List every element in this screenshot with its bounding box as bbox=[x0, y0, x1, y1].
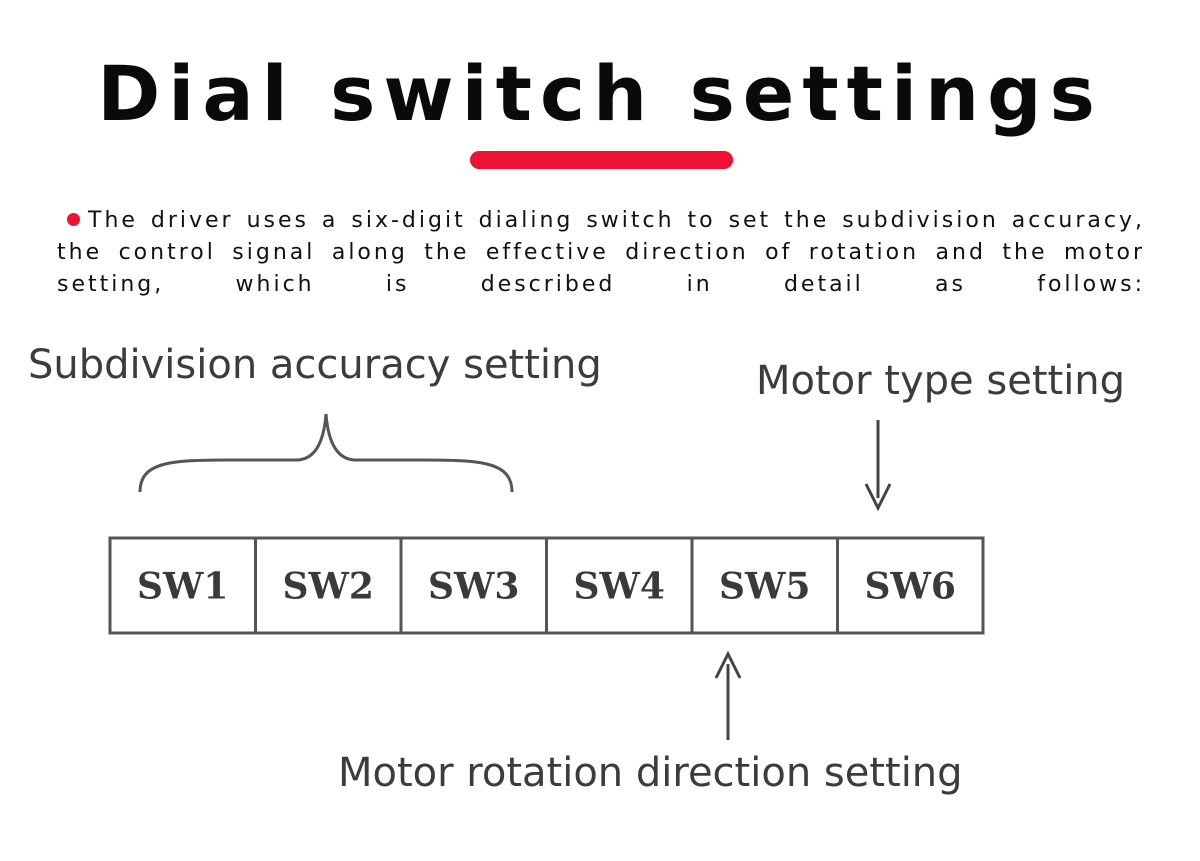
switch-cell-sw5: SW5 bbox=[690, 536, 839, 635]
title-underline bbox=[470, 151, 733, 169]
rotation-direction-label: Motor rotation direction setting bbox=[338, 750, 963, 796]
switch-label: SW6 bbox=[865, 566, 956, 608]
switch-cell-sw2: SW2 bbox=[254, 536, 403, 635]
switch-cell-box bbox=[399, 536, 548, 635]
switch-label: SW2 bbox=[283, 566, 374, 608]
switch-label: SW4 bbox=[574, 566, 665, 608]
switch-row: SW1 SW2 SW3 SW4 SW5 SW6 bbox=[108, 536, 985, 635]
switch-cell-sw3: SW3 bbox=[399, 536, 548, 635]
subdivision-accuracy-label: Subdivision accuracy setting bbox=[28, 342, 602, 388]
description-text: The driver uses a six-digit dialing swit… bbox=[57, 208, 1145, 297]
switch-cell-sw1: SW1 bbox=[108, 536, 257, 635]
switch-cell-sw6: SW6 bbox=[836, 536, 985, 635]
switch-label: SW3 bbox=[428, 566, 519, 608]
page-title: Dial switch settings bbox=[97, 49, 1103, 138]
switch-cell-sw4: SW4 bbox=[545, 536, 694, 635]
switch-label: SW5 bbox=[719, 566, 810, 608]
arrow-down-icon bbox=[864, 420, 892, 512]
bullet-dot-icon bbox=[67, 213, 80, 226]
arrow-up-icon bbox=[714, 650, 742, 740]
switch-cell-box bbox=[254, 536, 403, 635]
description-paragraph: The driver uses a six-digit dialing swit… bbox=[57, 205, 1145, 301]
switch-cell-box bbox=[836, 536, 985, 635]
dial-switch-diagram: Subdivision accuracy setting Motor type … bbox=[28, 342, 1125, 796]
curly-brace-icon bbox=[138, 413, 514, 493]
motor-type-label: Motor type setting bbox=[756, 358, 1125, 404]
switch-label: SW1 bbox=[137, 566, 228, 608]
